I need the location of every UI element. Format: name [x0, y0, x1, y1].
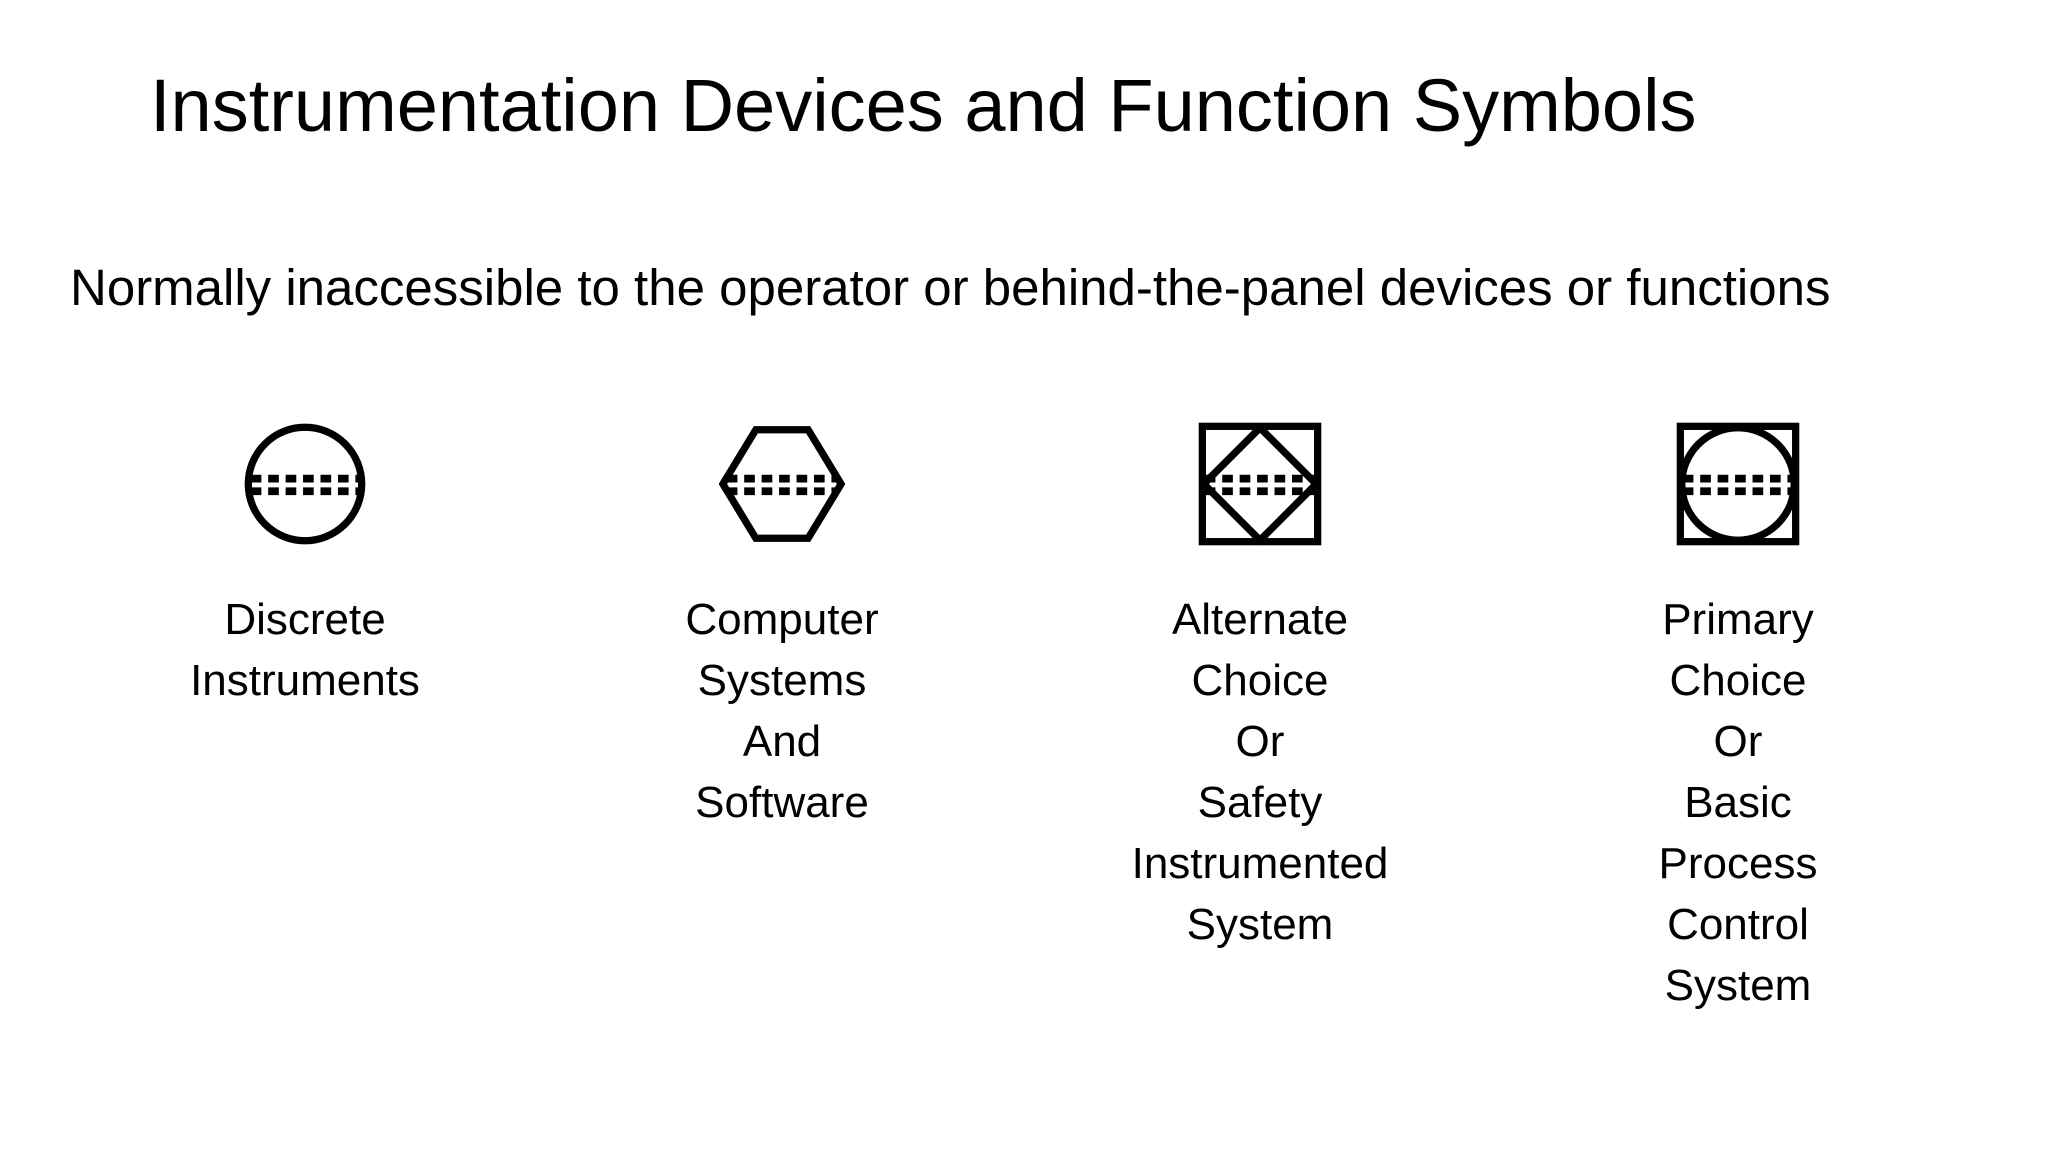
symbol-label: Discrete Instruments	[190, 595, 420, 705]
circle-dashed-lines-icon	[244, 423, 366, 545]
symbol-label: Computer Systems And Software	[685, 595, 879, 827]
computer-systems-figure: Computer Systems And Software	[622, 421, 942, 833]
square-circle-dashed-lines-icon	[1676, 422, 1800, 546]
hexagon-dashed-lines-icon	[719, 426, 845, 542]
symbol-label: Alternate Choice Or Safety Instrumented …	[1131, 595, 1389, 949]
discrete-instruments-figure: Discrete Instruments	[145, 421, 465, 711]
primary-choice-figure: Primary Choice Or Basic Process Control …	[1578, 421, 1898, 1016]
alternate-choice-figure: Alternate Choice Or Safety Instrumented …	[1100, 421, 1420, 955]
slide-subtitle: Normally inaccessible to the operator or…	[70, 259, 1831, 316]
page-title: Instrumentation Devices and Function Sym…	[150, 64, 1697, 147]
square-diamond-dashed-lines-icon	[1198, 422, 1322, 546]
symbol-label: Primary Choice Or Basic Process Control …	[1658, 595, 1818, 1010]
